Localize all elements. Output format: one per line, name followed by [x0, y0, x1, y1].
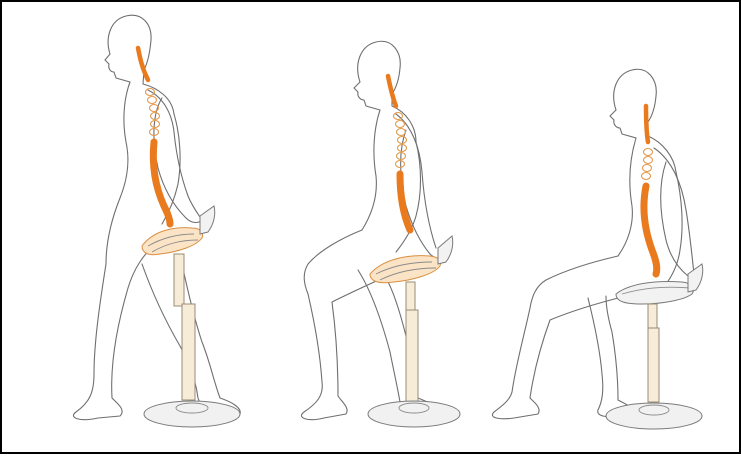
stool-seat — [142, 228, 203, 255]
stool-column — [648, 304, 657, 330]
front-outline — [618, 138, 636, 256]
arm-outline — [654, 148, 694, 274]
spine-thoracic — [394, 113, 407, 168]
stool-perched — [368, 236, 460, 427]
spine-thoracic — [642, 149, 653, 180]
stool-column — [406, 282, 415, 312]
figure-perched — [301, 41, 460, 427]
stool-seat — [370, 256, 441, 283]
stool-base — [368, 401, 460, 427]
stool-base — [144, 401, 240, 427]
figure-upright-sitting — [492, 69, 702, 429]
stool-standing-lean — [142, 206, 240, 427]
head-outline — [358, 41, 416, 142]
leg-rear-outline — [358, 270, 438, 412]
leg-rear-outline — [588, 296, 634, 417]
stool-upright-sitting — [606, 264, 703, 429]
stool-column — [174, 254, 184, 306]
spine-cervical — [388, 76, 396, 106]
leg-front-outline — [492, 256, 626, 419]
stool-base — [606, 403, 702, 429]
spine-lumbar — [644, 186, 657, 274]
leg-front-outline — [73, 246, 154, 420]
spine-lumbar — [153, 142, 170, 224]
front-outline — [106, 82, 130, 264]
spine-cervical — [646, 106, 648, 142]
figure-standing-lean — [73, 15, 240, 427]
front-outline — [362, 110, 380, 230]
spine-lumbar — [400, 174, 410, 230]
